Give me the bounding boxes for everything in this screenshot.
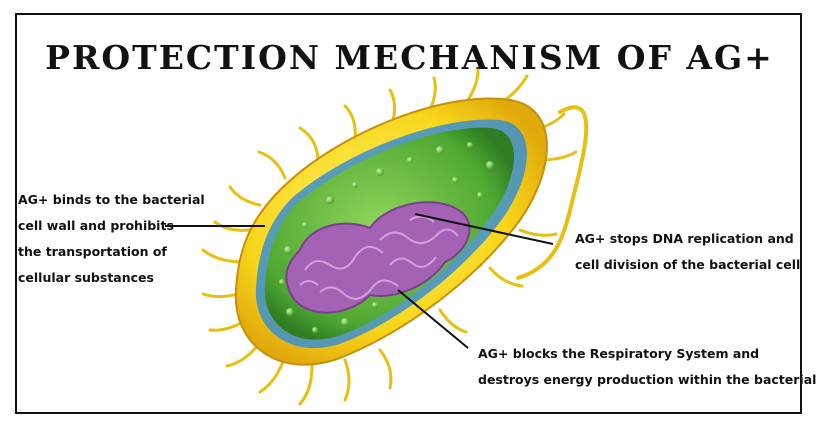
pointer-line-respiratory [397, 289, 469, 349]
label-cell-wall-line: cell wall and prohibits [18, 218, 174, 233]
label-dna-line: cell division of the bacterial cell [575, 257, 801, 272]
label-respiratory-line: destroys energy production within the ba… [478, 372, 819, 387]
pointer-line-dna [414, 213, 554, 245]
label-cell-wall: AG+ binds to the bacterial cell wall and… [18, 187, 205, 291]
label-cell-wall-line: cellular substances [18, 270, 154, 285]
nucleoid-dna [285, 201, 471, 314]
label-dna: AG+ stops DNA replication and cell divis… [575, 226, 800, 278]
dna-strands [299, 215, 459, 300]
label-cell-wall-line: the transportation of [18, 244, 167, 259]
label-respiratory-line: AG+ blocks the Respiratory System and [478, 346, 760, 361]
label-dna-line: AG+ stops DNA replication and [575, 231, 794, 246]
label-respiratory: AG+ blocks the Respiratory System and de… [478, 341, 819, 393]
label-cell-wall-line: AG+ binds to the bacterial [18, 192, 205, 207]
flagellum [516, 105, 589, 280]
diagram-title: PROTECTION MECHANISM OF AG+ [45, 38, 774, 77]
